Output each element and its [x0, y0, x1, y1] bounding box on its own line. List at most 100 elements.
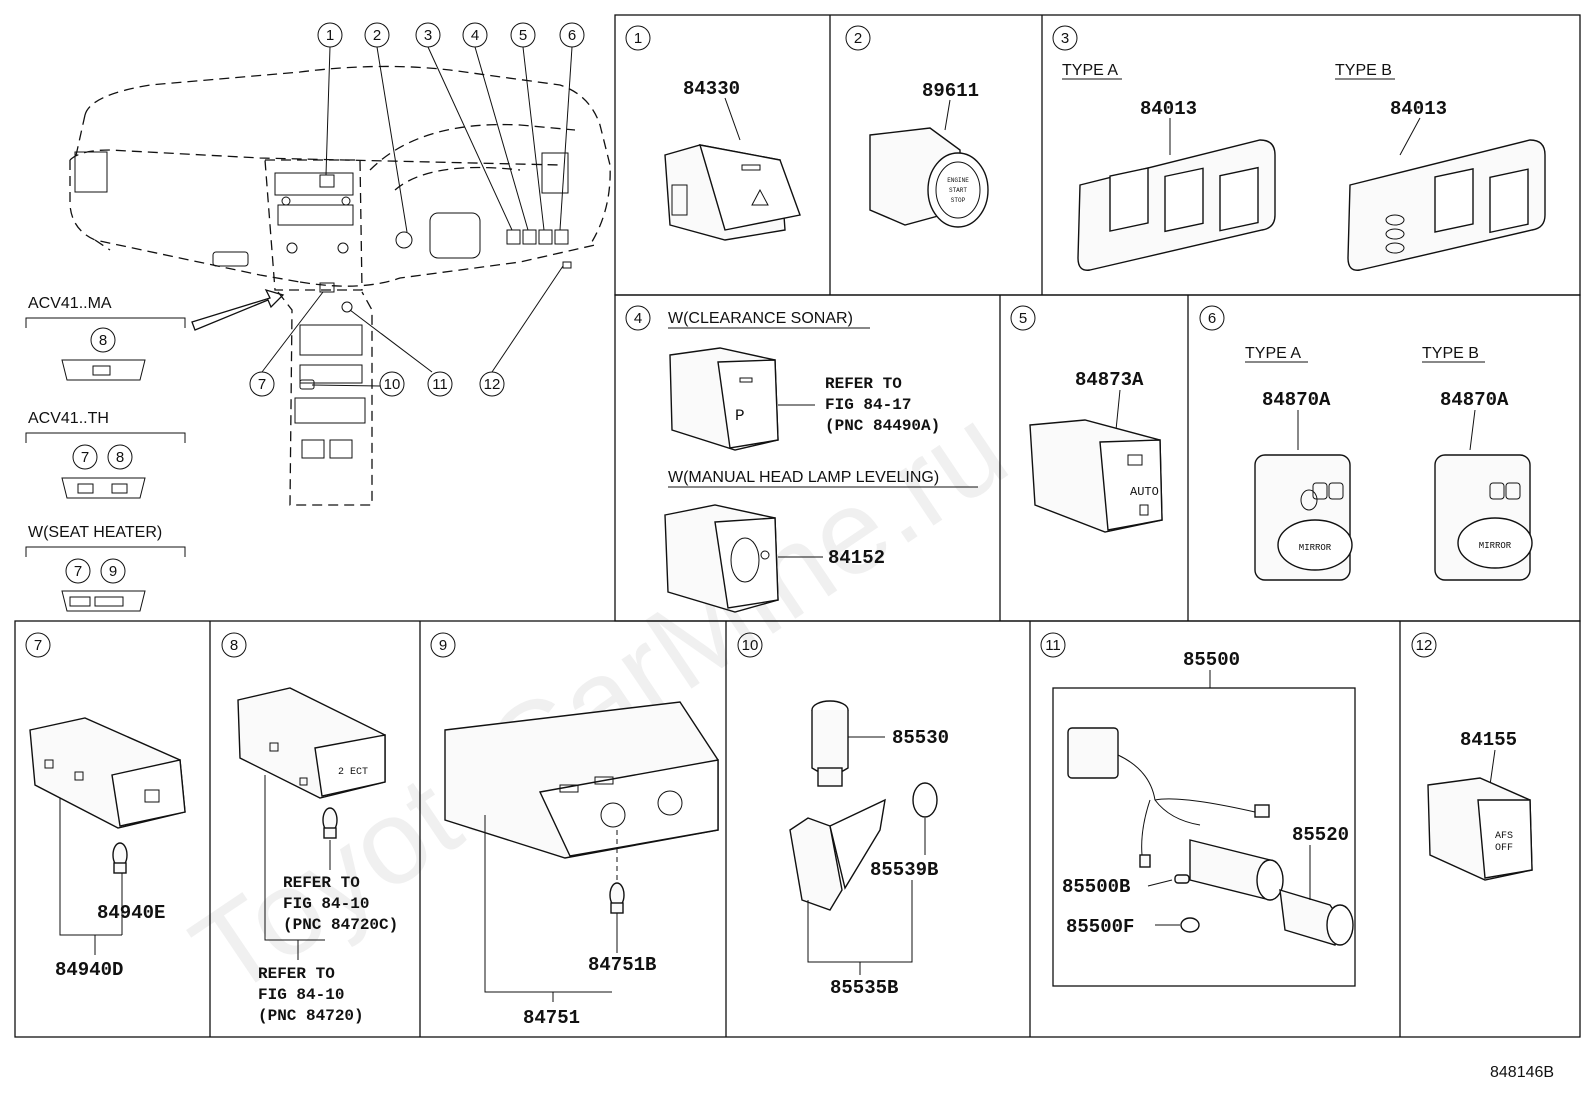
part-84870A-b: 84870A	[1440, 389, 1509, 411]
svg-text:6: 6	[1208, 310, 1216, 327]
svg-text:TYPE A: TYPE A	[1062, 62, 1118, 79]
overview-leaders	[261, 46, 573, 387]
svg-text:ACV41..TH: ACV41..TH	[28, 410, 109, 427]
svg-text:P: P	[735, 407, 745, 425]
svg-text:TYPE B: TYPE B	[1335, 62, 1392, 79]
variant-acv41-th: ACV41..TH 7 8	[25, 410, 186, 499]
afs-off-switch-icon: AFS OFF	[1427, 777, 1533, 881]
svg-text:10: 10	[742, 637, 759, 654]
part-84870A-a: 84870A	[1262, 389, 1331, 411]
hazard-switch-icon	[664, 144, 801, 241]
panel-8: 8 2 ECT REFER TO FIG 84-10 (PNC 84720C) …	[221, 632, 398, 1025]
mirror-switch-type-a-icon: MIRROR	[1254, 454, 1353, 581]
svg-text:OFF: OFF	[1495, 843, 1513, 854]
part-84013-b: 84013	[1390, 98, 1447, 120]
part-84152: 84152	[828, 547, 885, 569]
switch-bezel-type-a-icon	[1077, 139, 1276, 271]
svg-text:8: 8	[116, 449, 124, 466]
part-84013-a: 84013	[1140, 98, 1197, 120]
panel-1: 1 84330	[625, 25, 801, 241]
svg-text:REFER TO: REFER TO	[258, 965, 335, 983]
svg-text:REFER TO: REFER TO	[825, 375, 902, 393]
callout-10: 10	[384, 376, 401, 393]
callout-6: 6	[568, 27, 576, 44]
svg-text:(PNC 84720C): (PNC 84720C)	[283, 916, 398, 934]
svg-text:W(CLEARANCE SONAR): W(CLEARANCE SONAR)	[668, 310, 853, 327]
callout-7: 7	[258, 376, 266, 393]
panel-5: 5 84873A AUTO	[1010, 305, 1163, 533]
panel-10: 10 85530 85539B 85535B	[737, 632, 949, 999]
panel-11: 11 85500 85520 85500B 85500F	[1040, 632, 1356, 987]
seat-heater-switch-icon	[29, 717, 186, 829]
overview-callouts: 1 2 3 4 5 6 7 10 11 12	[249, 22, 585, 397]
part-85500: 85500	[1183, 649, 1240, 671]
callout-3: 3	[424, 27, 432, 44]
socket-cover-icon	[789, 798, 886, 911]
part-84155: 84155	[1460, 729, 1517, 751]
svg-text:FIG 84-17: FIG 84-17	[825, 396, 911, 414]
clearance-sonar-switch-icon: P	[669, 347, 779, 451]
svg-text:11: 11	[1045, 637, 1061, 654]
svg-text:(PNC 84720): (PNC 84720)	[258, 1007, 364, 1025]
variant-seat-heater: W(SEAT HEATER) 7 9	[25, 524, 186, 612]
svg-text:9: 9	[439, 637, 447, 654]
svg-text:MIRROR: MIRROR	[1299, 543, 1332, 553]
panel-9: 9 84751B 84751	[430, 632, 719, 1029]
svg-text:(PNC 84490A): (PNC 84490A)	[825, 417, 940, 435]
part-89611: 89611	[922, 80, 979, 102]
panel-grid	[14, 14, 1581, 1038]
svg-text:W(MANUAL HEAD LAMP LEVELING): W(MANUAL HEAD LAMP LEVELING)	[668, 469, 939, 486]
part-85530: 85530	[892, 727, 949, 749]
svg-text:TYPE A: TYPE A	[1245, 345, 1301, 362]
engine-start-button-icon: ENGINE START STOP	[869, 127, 989, 228]
svg-text:4: 4	[634, 310, 642, 327]
part-85520: 85520	[1292, 824, 1349, 846]
svg-text:FIG 84-10: FIG 84-10	[283, 895, 369, 913]
svg-text:ENGINE: ENGINE	[947, 177, 969, 184]
variant-acv41-ma: ACV41..MA 8	[25, 295, 186, 381]
svg-text:7: 7	[34, 637, 42, 654]
bulb-icon	[322, 807, 338, 839]
panel-3: 3 TYPE A TYPE B 84013 84013	[1052, 25, 1546, 271]
svg-text:FIG 84-10: FIG 84-10	[258, 986, 344, 1004]
part-84751: 84751	[523, 1007, 580, 1029]
svg-text:REFER TO: REFER TO	[283, 874, 360, 892]
panel-7: 7 84940E 84940D	[25, 632, 186, 981]
switch-bezel-type-b-icon	[1347, 139, 1546, 271]
panel-6: 6 TYPE A TYPE B 84870A 84870A MIRROR MIR…	[1199, 305, 1533, 581]
part-84873A: 84873A	[1075, 369, 1144, 391]
svg-text:3: 3	[1061, 30, 1069, 47]
part-85539B: 85539B	[870, 859, 938, 881]
mirror-switch-type-b-icon: MIRROR	[1434, 454, 1533, 581]
svg-text:7: 7	[81, 449, 89, 466]
part-85500B: 85500B	[1062, 876, 1130, 898]
panel-2: 2 89611 ENGINE START STOP	[845, 25, 989, 228]
cigarette-lighter-assy-icon	[1067, 727, 1354, 946]
panel-4: 4 W(CLEARANCE SONAR) P REFER TO FIG 84-1…	[625, 305, 978, 613]
callout-12: 12	[484, 376, 501, 393]
bulb-icon	[609, 882, 625, 914]
dashboard-overview	[69, 65, 611, 506]
headlamp-leveling-switch-icon	[664, 504, 779, 613]
part-84940E: 84940E	[97, 902, 165, 924]
svg-text:W(SEAT HEATER): W(SEAT HEATER)	[28, 524, 162, 541]
svg-text:8: 8	[99, 332, 107, 349]
svg-text:STOP: STOP	[951, 197, 966, 204]
svg-text:1: 1	[634, 30, 642, 47]
svg-text:7: 7	[74, 563, 82, 580]
callout-5: 5	[519, 27, 527, 44]
power-socket-icon	[811, 700, 849, 787]
svg-text:AUTO: AUTO	[1130, 485, 1159, 499]
callout-11: 11	[432, 376, 448, 393]
panel-12: 12 84155 AFS OFF	[1411, 632, 1533, 881]
part-85500F: 85500F	[1066, 916, 1134, 938]
part-84330: 84330	[683, 78, 740, 100]
callout-2: 2	[373, 27, 381, 44]
part-85535B: 85535B	[830, 977, 898, 999]
svg-text:MIRROR: MIRROR	[1479, 541, 1512, 551]
svg-text:2 ECT: 2 ECT	[338, 767, 368, 778]
ect-switch-icon: 2 ECT	[237, 687, 386, 799]
svg-text:TYPE B: TYPE B	[1422, 345, 1479, 362]
diagram-id: 848146B	[1490, 1064, 1554, 1081]
